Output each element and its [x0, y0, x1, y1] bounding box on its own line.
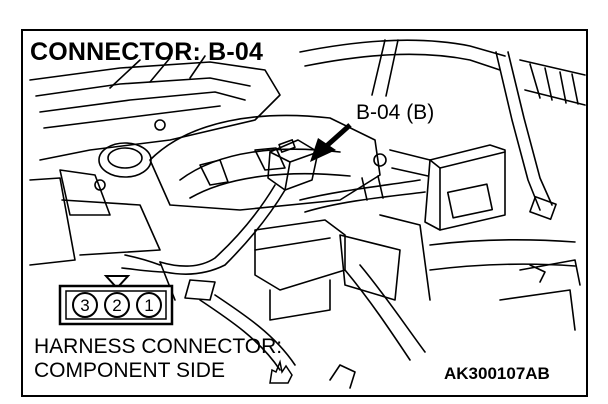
harness-connector-label: HARNESS CONNECTOR: [34, 335, 283, 358]
connector-callout-label: B-04 (B) [356, 101, 435, 124]
pin-circle-1 [136, 292, 162, 318]
upper-hose [299, 39, 506, 57]
pin-label-1: 1 [144, 296, 153, 315]
harness-connector-face: 3 2 1 [58, 275, 174, 326]
right-pipe [495, 51, 541, 211]
ignition-coil [424, 144, 506, 231]
b04-connector-body [267, 139, 319, 191]
cylinder-head-outline [29, 61, 281, 161]
oil-filler-cap [98, 142, 152, 178]
air-duct [519, 59, 586, 76]
connector-key-marker [103, 275, 131, 290]
pin-label-3: 3 [80, 296, 89, 315]
pointer-hand-icon [269, 359, 293, 384]
pin-circle-3 [72, 292, 98, 318]
callout-arrow [310, 123, 352, 162]
component-side-label: COMPONENT SIDE [34, 359, 225, 382]
pin-circle-2 [104, 292, 130, 318]
intake-manifold [149, 114, 381, 211]
figure-code: AK300107AB [444, 364, 550, 383]
connector-title: CONNECTOR: B-04 [30, 38, 264, 66]
harness-wire [159, 184, 276, 267]
pin-label-2: 2 [112, 296, 121, 315]
figure-frame [21, 29, 588, 397]
